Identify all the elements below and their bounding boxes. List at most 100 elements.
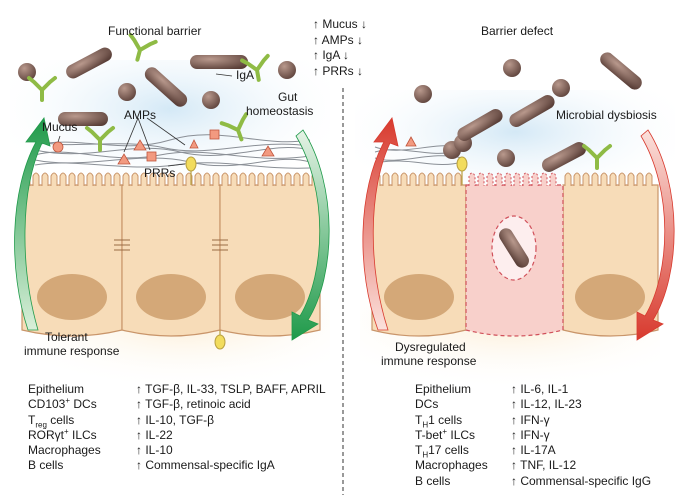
microvillus xyxy=(436,172,444,186)
effect-row: ↑ IL-10, TGF-β xyxy=(136,412,215,427)
cell-type-row: TH17 cells xyxy=(415,443,488,460)
cell-type-row: TH1 cells xyxy=(415,412,488,429)
amp-triangle xyxy=(133,139,147,151)
bacterium-rod xyxy=(58,112,108,126)
bacterium-rod xyxy=(66,47,112,79)
bacterium-coccus xyxy=(202,91,220,109)
cell-type-post: 1 cells xyxy=(428,412,463,427)
amp-circle xyxy=(52,141,64,153)
cell-type-row: T-bet+ ILCs xyxy=(415,426,488,443)
dysregulated-label-line2: immune response xyxy=(381,354,477,368)
iga-label: IgA xyxy=(236,68,255,82)
microvillus xyxy=(266,172,274,186)
prrs xyxy=(185,156,226,350)
microvillus xyxy=(504,172,512,186)
cell-type-post: ILCs xyxy=(447,427,476,442)
microvillus xyxy=(68,172,76,186)
bacterium-rod xyxy=(541,142,587,172)
microvillus xyxy=(636,172,644,186)
prr-receptor xyxy=(185,156,197,172)
microvillus xyxy=(549,172,557,186)
homeostasis-label: homeostasis xyxy=(246,104,314,118)
amp-square xyxy=(209,129,220,140)
middle-item: ↑ AMPs ↓ xyxy=(313,32,364,47)
microvillus xyxy=(131,172,139,186)
cell-type-row: Epithelium xyxy=(415,382,488,397)
cell-type-sup: + xyxy=(64,426,69,436)
cell-type-sup: + xyxy=(65,396,71,406)
right-bacteria xyxy=(414,52,642,172)
microvillus xyxy=(158,172,166,186)
microvillus xyxy=(454,172,462,186)
dysbiosis-label: Microbial dysbiosis xyxy=(556,108,657,122)
prr-receptor xyxy=(456,156,468,172)
microvillus xyxy=(302,172,310,186)
microvillus xyxy=(495,172,503,186)
cell-type-post: ILCs xyxy=(68,427,97,442)
cell-type-row: Macrophages xyxy=(415,458,488,473)
bacterium-rod xyxy=(600,52,642,90)
cell-type-sub: reg xyxy=(35,419,47,429)
cell-type-row: CD103+ DCs xyxy=(28,397,101,412)
amp-triangle xyxy=(261,145,275,157)
cell-type-pre: T-bet xyxy=(415,427,443,442)
amps xyxy=(52,129,275,165)
microvillus xyxy=(531,172,539,186)
microvillus xyxy=(212,172,220,186)
cell-type-row: RORγt+ ILCs xyxy=(28,426,101,443)
homeostasis-arrow-right xyxy=(291,129,330,341)
bacterium-coccus xyxy=(497,149,515,167)
prrs-label: PRRs xyxy=(144,166,176,180)
cell-type-pre: Epithelium xyxy=(28,382,85,396)
cell-type-pre: T xyxy=(415,412,423,427)
microvillus xyxy=(627,172,635,186)
microvillus xyxy=(522,172,530,186)
left-nuclei xyxy=(37,274,305,320)
right-panel-title: Barrier defect xyxy=(481,24,554,38)
right-iga xyxy=(582,144,612,170)
bacterium-rod xyxy=(457,109,503,141)
cell-type-sub: H xyxy=(422,450,429,460)
cell-type-pre: T xyxy=(415,443,423,458)
amp-triangle xyxy=(117,153,131,165)
cell-type-row: B cells xyxy=(28,458,101,473)
cell-type-row: B cells xyxy=(415,474,488,489)
microvillus xyxy=(230,172,238,186)
microvillus xyxy=(391,172,399,186)
iga-antibody xyxy=(27,76,57,102)
microvillus xyxy=(257,172,265,186)
effect-row: ↑ TNF, IL-12 xyxy=(511,458,577,473)
microvillus xyxy=(50,172,58,186)
microvillus xyxy=(400,172,408,186)
nucleus xyxy=(37,274,107,320)
nucleus xyxy=(235,274,305,320)
cell-type-pre: Epithelium xyxy=(415,382,472,396)
bacterium-coccus xyxy=(503,59,521,77)
microvillus xyxy=(591,172,599,186)
microvillus xyxy=(540,172,548,186)
microvillus xyxy=(477,172,485,186)
microvillus xyxy=(203,172,211,186)
microvillus xyxy=(32,172,40,186)
cell-type-pre: B cells xyxy=(415,473,451,488)
tolerant-label-line1: Tolerant xyxy=(45,330,88,344)
microvillus xyxy=(167,172,175,186)
microvillus xyxy=(113,172,121,186)
iga-antibody xyxy=(128,33,158,62)
microvillus xyxy=(600,172,608,186)
effect-row: ↑ IFN-γ xyxy=(511,427,550,442)
microvillus xyxy=(284,172,292,186)
microvillus xyxy=(418,172,426,186)
cell-type-pre: DCs xyxy=(415,397,439,412)
effect-row: ↑ TGF-β, retinoic acid xyxy=(136,397,251,412)
middle-changes-list: ↑ Mucus ↓ ↑ AMPs ↓ ↑ IgA ↓ ↑ PRRs ↓ xyxy=(313,17,367,79)
tolerance-arrow-left xyxy=(14,117,51,331)
microvillus xyxy=(609,172,617,186)
microvillus xyxy=(140,172,148,186)
microvillus xyxy=(618,172,626,186)
bacterium-rod xyxy=(190,55,248,69)
cell-type-sup: + xyxy=(442,426,448,436)
cell-type-post: cells xyxy=(46,412,75,427)
